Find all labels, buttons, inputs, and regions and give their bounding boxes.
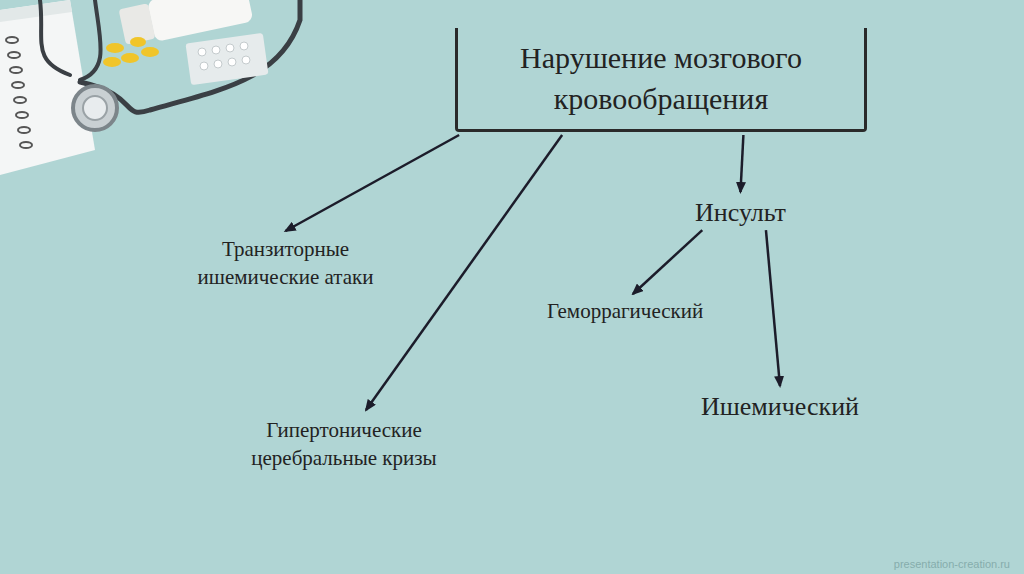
arrow-connector [286, 135, 460, 231]
pills [103, 37, 159, 67]
node-text: Гипертонические церебральные кризы [234, 416, 454, 473]
blister-pack [185, 33, 268, 85]
arrow-connector [766, 230, 780, 386]
category-text: Транзиторные ишемические атаки [183, 235, 388, 292]
subtype-text: Ишемический [701, 389, 859, 424]
category-text: Гипертонические церебральные кризы [234, 416, 454, 473]
node-text: Ишемический [701, 389, 859, 424]
notebook [0, 0, 95, 175]
arrow-connector [366, 135, 562, 410]
bracket-heading: Нарушение мозгового кровообращения [455, 28, 867, 132]
arrow-connector [633, 230, 702, 294]
subtype-text: Геморрагический [547, 297, 703, 325]
node-text: Инсульт [695, 195, 786, 230]
watermark: presentation-creation.ru [894, 558, 1010, 570]
node-text: Транзиторные ишемические атаки [183, 235, 388, 292]
node-text: Геморрагический [547, 297, 703, 325]
arrow-connector [740, 135, 743, 192]
category-text: Инсульт [695, 195, 786, 230]
node-text: Нарушение мозгового кровообращения [474, 38, 848, 119]
